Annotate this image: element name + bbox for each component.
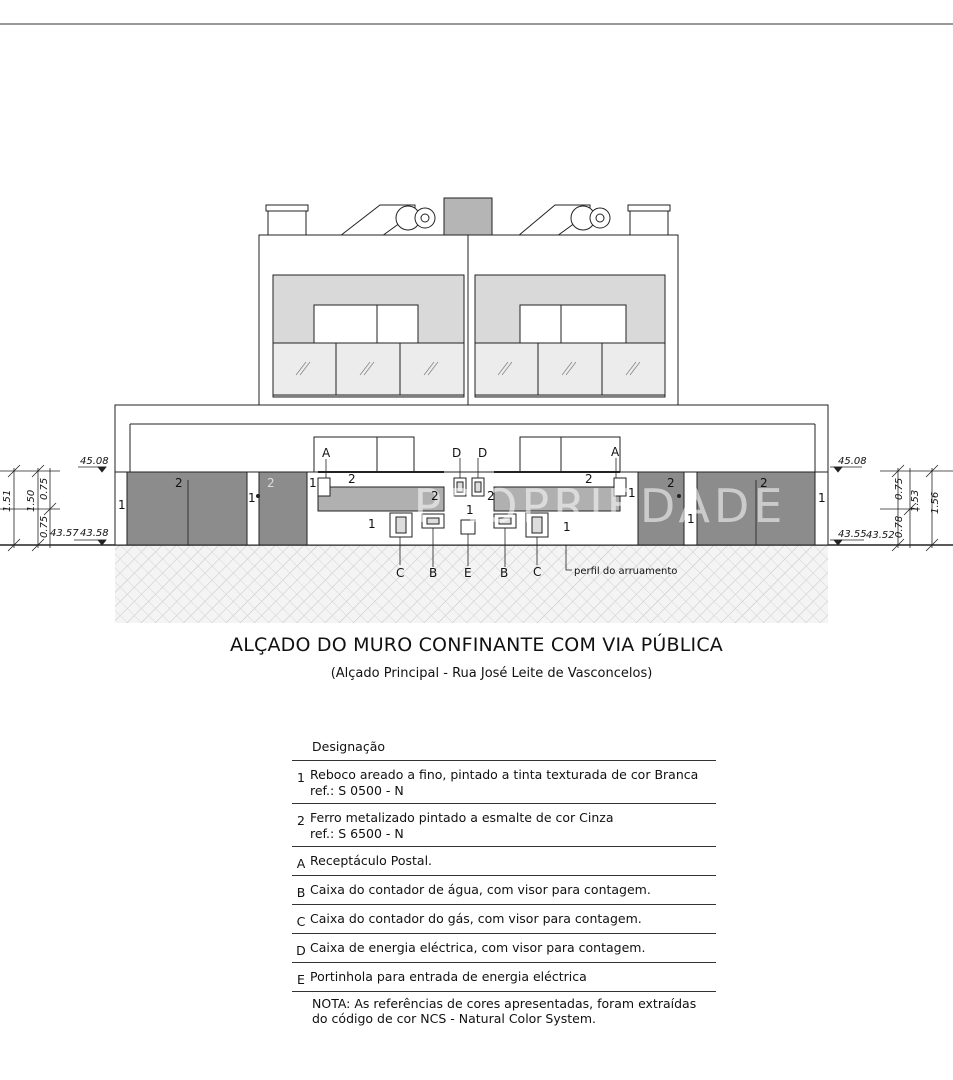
legend-row: A Receptáculo Postal. — [292, 847, 716, 876]
legend-header: Designação — [292, 736, 716, 761]
legend-key: 1 — [297, 770, 305, 785]
mark-1: 1 — [628, 486, 636, 500]
mark-e: E — [464, 566, 472, 580]
watermark: PROPRIEDADE — [414, 479, 787, 533]
mailbox-left — [317, 477, 331, 497]
drawing-title: ALÇADO DO MURO CONFINANTE COM VIA PÚBLIC… — [230, 634, 723, 656]
mark-2: 2 — [760, 476, 768, 490]
mailbox-right — [613, 477, 627, 497]
dim-left-upper: 0.75 — [39, 478, 50, 500]
mark-1: 1 — [368, 517, 376, 531]
legend-row: 2 Ferro metalizado pintado a esmalte de … — [292, 804, 716, 847]
dim-left-mid: 1.50 — [26, 490, 37, 512]
legend-key: E — [297, 972, 305, 987]
dim-left-lower: 0.75 — [39, 516, 50, 538]
elev-left-top: 45.08 — [80, 456, 109, 467]
legend-key: C — [296, 914, 306, 929]
dim-right-lower: 0.78 — [894, 516, 905, 538]
mark-d-right: D — [478, 446, 487, 460]
mark-1: 1 — [563, 520, 571, 534]
note-line-2: do código de cor NCS - Natural Color Sys… — [312, 1011, 597, 1026]
legend-text: Portinhola para entrada de energia eléct… — [310, 969, 587, 984]
elev-left-bottom-a: 43.57 — [50, 528, 79, 539]
mark-2: 2 — [175, 476, 183, 490]
legend-text: Caixa do contador de água, com visor par… — [310, 882, 651, 897]
legend-line: Ferro metalizado pintado a esmalte de co… — [310, 810, 614, 825]
ground-hatch — [115, 545, 828, 623]
rooftop-equipment — [265, 197, 671, 237]
mark-b-left: B — [429, 566, 437, 580]
legend-row: D Caixa de energia eléctrica, com visor … — [292, 934, 716, 963]
dim-right-total: 1.56 — [930, 492, 941, 514]
legend-table: Designação 1 Reboco areado a fino, pinta… — [292, 736, 716, 1026]
legend-row: 1 Reboco areado a fino, pintado a tinta … — [292, 761, 716, 804]
legend-key: A — [296, 856, 306, 871]
legend-ref: ref.: S 0500 - N — [310, 783, 404, 798]
mark-1: 1 — [687, 512, 695, 526]
mark-1: 1 — [818, 491, 826, 505]
mark-b-right: B — [500, 566, 508, 580]
legend-note: NOTA: As referências de cores apresentad… — [292, 992, 716, 1026]
drawing-subtitle: (Alçado Principal - Rua José Leite de Va… — [330, 666, 653, 681]
mark-1: 1 — [248, 491, 256, 505]
dim-right-upper: 0.75 — [894, 478, 905, 500]
elev-right-top: 45.08 — [838, 456, 867, 467]
mark-2: 2 — [348, 472, 356, 486]
legend-text: Ferro metalizado pintado a esmalte de co… — [310, 810, 716, 842]
dim-left-total: 1.51 — [2, 490, 13, 512]
elev-left-bottom-b: 43.58 — [80, 528, 109, 539]
elev-right-bottom-a: 43.55 — [838, 529, 867, 540]
legend-text: Caixa de energia eléctrica, com visor pa… — [310, 940, 646, 955]
street-profile-label: perfil do arruamento — [574, 566, 677, 577]
elevation-drawing: PROPRIEDADE — [0, 23, 953, 623]
elev-right-bottom-b: 43.52 — [866, 530, 895, 541]
mark-1: 1 — [118, 498, 126, 512]
legend-text: Receptáculo Postal. — [310, 853, 433, 868]
mark-2: 2 — [585, 472, 593, 486]
legend-ref: ref.: S 6500 - N — [310, 826, 404, 841]
note-line-1: NOTA: As referências de cores apresentad… — [312, 996, 697, 1011]
mark-d-left: D — [452, 446, 461, 460]
mark-2: 2 — [431, 489, 439, 503]
mark-1: 1 — [466, 503, 474, 517]
legend-line: Reboco areado a fino, pintado a tinta te… — [310, 767, 699, 782]
dim-right-mid: 1.53 — [910, 490, 921, 512]
legend-key: B — [296, 885, 306, 900]
mark-a-left: A — [322, 446, 331, 460]
legend-row: B Caixa do contador de água, com visor p… — [292, 876, 716, 905]
legend-key: D — [296, 943, 306, 958]
mark-2: 2 — [487, 489, 495, 503]
mark-c-left: C — [396, 566, 404, 580]
legend-key: 2 — [297, 813, 305, 828]
mark-a-right: A — [611, 445, 620, 459]
mark-c-right: C — [533, 565, 541, 579]
legend-text: Reboco areado a fino, pintado a tinta te… — [310, 767, 716, 799]
building-lower-volume — [114, 404, 829, 473]
legend-row: C Caixa do contador do gás, com visor pa… — [292, 905, 716, 934]
mark-2: 2 — [267, 476, 275, 490]
legend-text: Caixa do contador do gás, com visor para… — [310, 911, 642, 926]
legend-row: E Portinhola para entrada de energia elé… — [292, 963, 716, 992]
mark-2: 2 — [667, 476, 675, 490]
mark-1: 1 — [309, 476, 317, 490]
